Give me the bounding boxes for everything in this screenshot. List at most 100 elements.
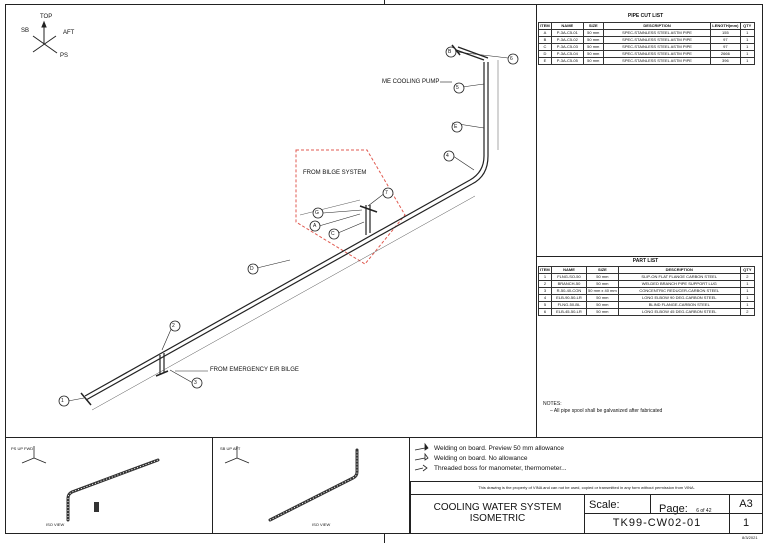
callout-7: 7	[385, 190, 388, 196]
table-cell: 50 mm	[582, 43, 604, 51]
me-cooling-pump-label: ME COOLING PUMP	[382, 79, 440, 85]
center-tick-top	[384, 0, 385, 5]
table-cell: 97	[710, 36, 741, 44]
table-cell: C	[538, 43, 552, 51]
table-cell: 50 mm	[586, 280, 619, 288]
table-row: 3 R-50-40-CON 50 mm x 40 mm CONCENTRIC R…	[538, 287, 756, 295]
table-cell: E	[538, 57, 552, 65]
pcl-header: NAME	[550, 22, 584, 30]
table-cell: 6	[538, 308, 552, 316]
table-cell: 97	[710, 43, 741, 51]
iso-view-right	[224, 446, 359, 522]
left-view-axes: PS UP FWD	[11, 446, 34, 451]
dimension-lines	[91, 60, 499, 411]
legend-weld-no-allowance: Welding on board. No allowance	[434, 455, 528, 462]
table-cell: 5	[538, 301, 552, 309]
right-view-caption: ISO VIEW	[312, 522, 331, 527]
callout-4: 4	[446, 153, 449, 159]
notes-title: NOTES:	[543, 401, 562, 407]
table-cell: 50 mm	[586, 294, 619, 302]
table-cell: 1	[739, 29, 755, 37]
table-cell: 2	[739, 273, 756, 281]
table-cell: 2	[739, 308, 756, 316]
legend-threaded-boss: Threaded boss for manometer, thermometer…	[434, 465, 567, 472]
table-cell: FLNG-SO-50	[550, 273, 588, 281]
table-cell: 50 mm	[582, 29, 604, 37]
table-cell: ELB-90-50-LR	[550, 294, 588, 302]
pl-header: QTY	[739, 266, 756, 274]
right-view-axes: SB UP AFT	[220, 446, 241, 451]
property-note: This drawing is the property of VINA and…	[410, 481, 763, 495]
pcl-header: DESCRIPTION	[602, 22, 712, 30]
table-cell: SPEC-STAINLESS STEEL ASTM PIPE	[602, 50, 712, 58]
bottom-band-divider	[5, 437, 763, 438]
pipe-cut-list-title: PIPE CUT LIST	[627, 13, 664, 19]
table-cell: WELDED BRANCH PIPE SUPPORT LUG	[617, 280, 741, 288]
part-list-title: PART LIST	[632, 258, 659, 264]
table-cell: 50 mm	[582, 50, 604, 58]
pcl-header: ITEM	[538, 22, 552, 30]
callout-5: 5	[456, 85, 459, 91]
table-row: E P-3A-C5-05 50 mm SPEC-STAINLESS STEEL …	[538, 57, 755, 65]
table-cell: LONG ELBOW 90 DEG-CARBON STEEL	[617, 294, 741, 302]
pipe-cut-list-table: ITEM NAME SIZE DESCRIPTION LENGTH(mm) QT…	[538, 22, 755, 65]
notes-item: – All pipe spool shall be galvanized aft…	[550, 408, 663, 414]
table-cell: 1	[739, 287, 756, 295]
callout-g: G	[315, 210, 319, 216]
pcl-header: QTY	[739, 22, 755, 30]
table-cell: A	[538, 29, 552, 37]
from-emergency-label: FROM EMERGENCY E/R BILGE	[210, 367, 299, 373]
compass-rose	[32, 20, 58, 54]
table-cell: 2666	[710, 50, 741, 58]
table-cell: SPEC-STAINLESS STEEL ASTM PIPE	[602, 43, 712, 51]
flanges	[80, 44, 461, 406]
pl-header: ITEM	[538, 266, 552, 274]
table-cell: 1	[739, 301, 756, 309]
table-cell: 1	[739, 57, 755, 65]
leaders	[67, 51, 509, 402]
table-cell: P-3A-C5-04	[550, 50, 584, 58]
right-panel-divider	[536, 4, 537, 437]
callout-2: 2	[172, 323, 175, 329]
table-cell: P-3A-C5-01	[550, 29, 584, 37]
pcl-header: SIZE	[582, 22, 604, 30]
pl-header: NAME	[550, 266, 588, 274]
legend-weld-allowance: Welding on board. Preview 50 mm allowanc…	[434, 445, 564, 452]
table-cell: 50 mm	[586, 308, 619, 316]
compass-ps-label: PS	[60, 53, 69, 59]
drawing-title: COOLING WATER SYSTEM	[433, 502, 562, 513]
pl-header: SIZE	[586, 266, 619, 274]
callout-d: D	[250, 266, 254, 272]
page-value: 6 of 42	[696, 508, 712, 514]
bilge-system-cloud	[295, 149, 406, 265]
weld-symbols	[414, 442, 429, 472]
table-row: 2 BRANCH-50 50 mm WELDED BRANCH PIPE SUP…	[538, 280, 756, 288]
table-cell: 1	[538, 273, 552, 281]
notes-item-text: All pipe spool shall be galvanized after…	[553, 408, 663, 414]
sheet-size: A3	[729, 494, 763, 514]
drawing-number: TK99-CW02-01	[584, 513, 730, 534]
table-cell: 1	[739, 36, 755, 44]
table-cell: 1	[739, 294, 756, 302]
compass-top-label: TOP	[40, 14, 53, 20]
table-cell: SLIP-ON FLAT FLANGE CARBON STEEL	[617, 273, 741, 281]
callout-6: 6	[510, 56, 513, 62]
table-row: C P-3A-C5-03 50 mm SPEC-STAINLESS STEEL …	[538, 43, 755, 51]
table-cell: BRANCH-50	[550, 280, 588, 288]
table-cell: 1	[739, 280, 756, 288]
callout-a: A	[313, 223, 317, 229]
table-cell: 50 mm	[586, 301, 619, 309]
callout-1: 1	[61, 398, 64, 404]
callout-circles	[58, 46, 519, 407]
table-cell: 50 mm	[586, 273, 619, 281]
table-cell: FLNG-50-BL	[550, 301, 588, 309]
table-cell: P-3A-C5-03	[550, 43, 584, 51]
callout-e: E	[454, 124, 458, 130]
drawing-subtitle: ISOMETRIC	[469, 513, 526, 524]
table-cell: 396	[710, 57, 741, 65]
table-cell: SPEC-STAINLESS STEEL ASTM PIPE	[602, 29, 712, 37]
table-cell: 4	[538, 294, 552, 302]
table-cell: 155	[710, 29, 741, 37]
pipe-run	[84, 46, 489, 401]
part-list-table: ITEM NAME SIZE DESCRIPTION QTY 1 FLNG-SO…	[538, 266, 756, 316]
